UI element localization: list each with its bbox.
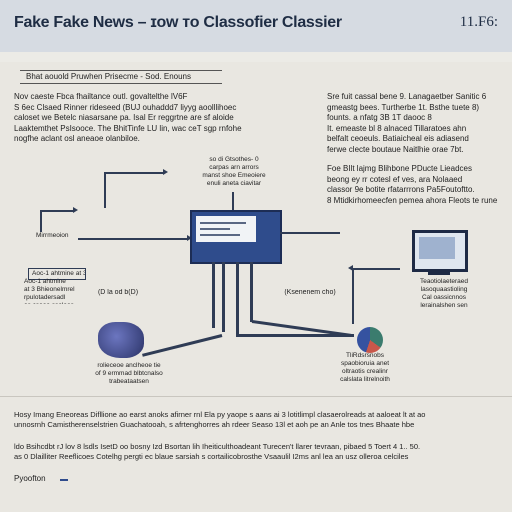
monitor-stand — [428, 272, 450, 275]
left-paren-label: (D la od b(D) — [97, 289, 139, 296]
intro-paragraph: Nov caeste Fbca fhailtance outl. govalte… — [14, 92, 242, 143]
connector-arrow — [104, 169, 168, 175]
connector-line — [104, 172, 106, 208]
mid-paren-label: (Ksenenem cho) — [284, 289, 336, 296]
monitor-icon — [412, 230, 468, 272]
server-caption: so di Gtsothes- 0 carpas arn arrors mans… — [202, 156, 266, 187]
page-title: Fake Fake News – ɪᴏw ᴛᴏ Classofier Class… — [14, 14, 342, 31]
app-header: Fake Fake News – ɪᴏw ᴛᴏ Classofier Class… — [0, 0, 512, 53]
header-badge: 11.F6: — [459, 14, 498, 30]
monitor-caption: Teaotiolaeteraed lasoquaastioling Cal oa… — [419, 278, 469, 309]
cable-line — [222, 262, 225, 332]
body-paragraph-2: ldo Bsihcdbt rJ lov 8 lsdls IsetD oo bos… — [14, 442, 421, 461]
data-cluster-image — [98, 322, 144, 358]
cable-line — [236, 262, 239, 336]
monitor-screen — [419, 237, 455, 259]
left-node-box: Aoc-1 ahtmine at 3 Bhieonelmrel rpulotad… — [28, 268, 86, 280]
bullet-point-2: Foe BIlt lajmg Blihbone PDucte Lieadces … — [327, 164, 507, 208]
left-node-caption: Aoc-1 ahtmine at 3 Bhieonelmrel rpulotad… — [24, 278, 75, 304]
pie-icon — [357, 327, 383, 353]
screen-line — [200, 222, 246, 224]
connector-line — [40, 210, 42, 232]
section-heading-text: Bhat aouold Pruwhen Prisecme - Sod. Enou… — [26, 72, 191, 81]
header-spacer — [0, 52, 512, 62]
connector-arrow — [78, 235, 192, 241]
section-heading: Bhat aouold Pruwhen Prisecme - Sod. Enou… — [20, 70, 222, 84]
screen-line — [200, 234, 240, 236]
connector-line — [352, 268, 354, 324]
footer-label: Pyoofton — [14, 474, 46, 483]
footer-underline — [60, 479, 68, 481]
cable-line — [142, 334, 223, 357]
screen-line — [200, 228, 230, 230]
cluster-caption: rolieceoe anclheoe tie of 9 ermmad blbtc… — [95, 362, 163, 385]
connector-line — [280, 232, 340, 234]
connector-line — [232, 192, 234, 210]
section-divider — [0, 396, 512, 397]
body-paragraph-1: Hosy Imang Eneoreas Difllione ao earst a… — [14, 410, 426, 429]
left-node-box-text: Aoc-1 ahtmine at 3 Bhieonelmrel rpulotad… — [32, 270, 85, 277]
connector-arrow — [40, 207, 78, 213]
cable-line — [212, 262, 215, 328]
bullet-point-1: Sre fuit cassal bene 9. Lanagaetber Sani… — [327, 92, 507, 156]
connector-arrow — [348, 265, 400, 271]
cable-line — [236, 334, 354, 337]
left-node-label: Mirrmeoion — [36, 232, 69, 239]
pie-caption: TliRdsrsnobs spaobioruia anet oltraotis … — [340, 352, 390, 383]
classifier-server — [190, 210, 282, 264]
server-screen — [196, 216, 256, 242]
cable-line — [250, 262, 253, 322]
